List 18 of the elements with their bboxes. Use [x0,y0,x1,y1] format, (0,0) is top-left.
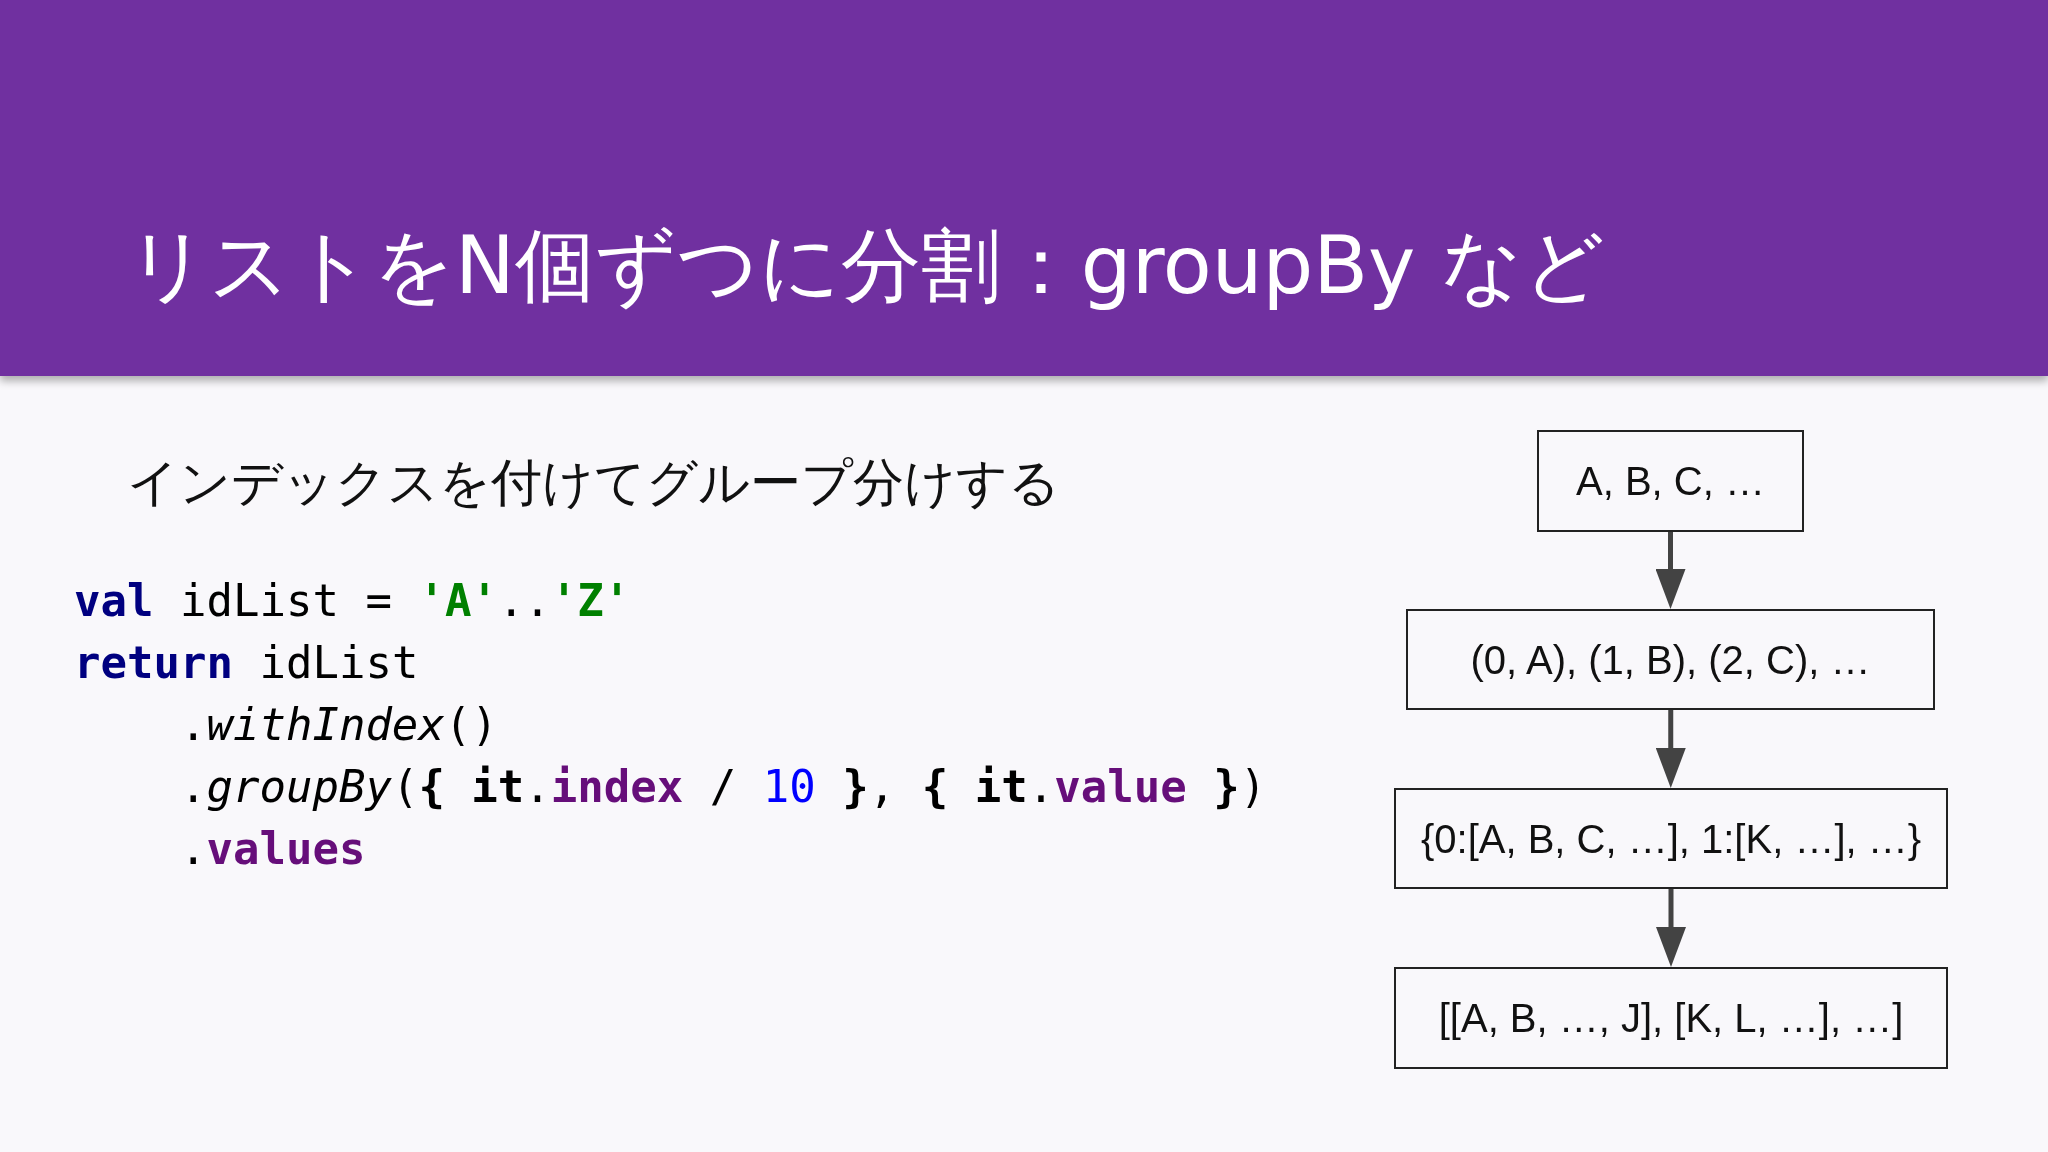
code-line: .withIndex() [179,698,498,752]
arrow [1655,532,1686,609]
subtitle: インデックスを付けてグループ分けする [127,452,1060,514]
process-box [1394,788,1948,889]
process-box [1537,430,1804,532]
code-line: .values [179,822,366,876]
node-label: {0:[A, B, C, …], 1:[K, …], …} [1420,815,1922,863]
arrow [1655,710,1686,788]
arrow [1656,889,1686,967]
node-label: A, B, C, … [1576,458,1765,505]
code-line: val idList = 'A'..'Z' [74,574,631,628]
code-line: .groupBy({ it.index / 10 }, { it.value }) [179,760,1267,814]
slide-title: リストをN個ずつに分割：groupBy など [127,218,1605,314]
process-box [1394,967,1948,1069]
node-label: [[A, B, …, J], [K, L, …], …] [1438,995,1904,1042]
code-line: return idList [74,636,419,690]
process-box [1406,609,1935,710]
node-label: (0, A), (1, B), (2, C), … [1470,636,1871,684]
